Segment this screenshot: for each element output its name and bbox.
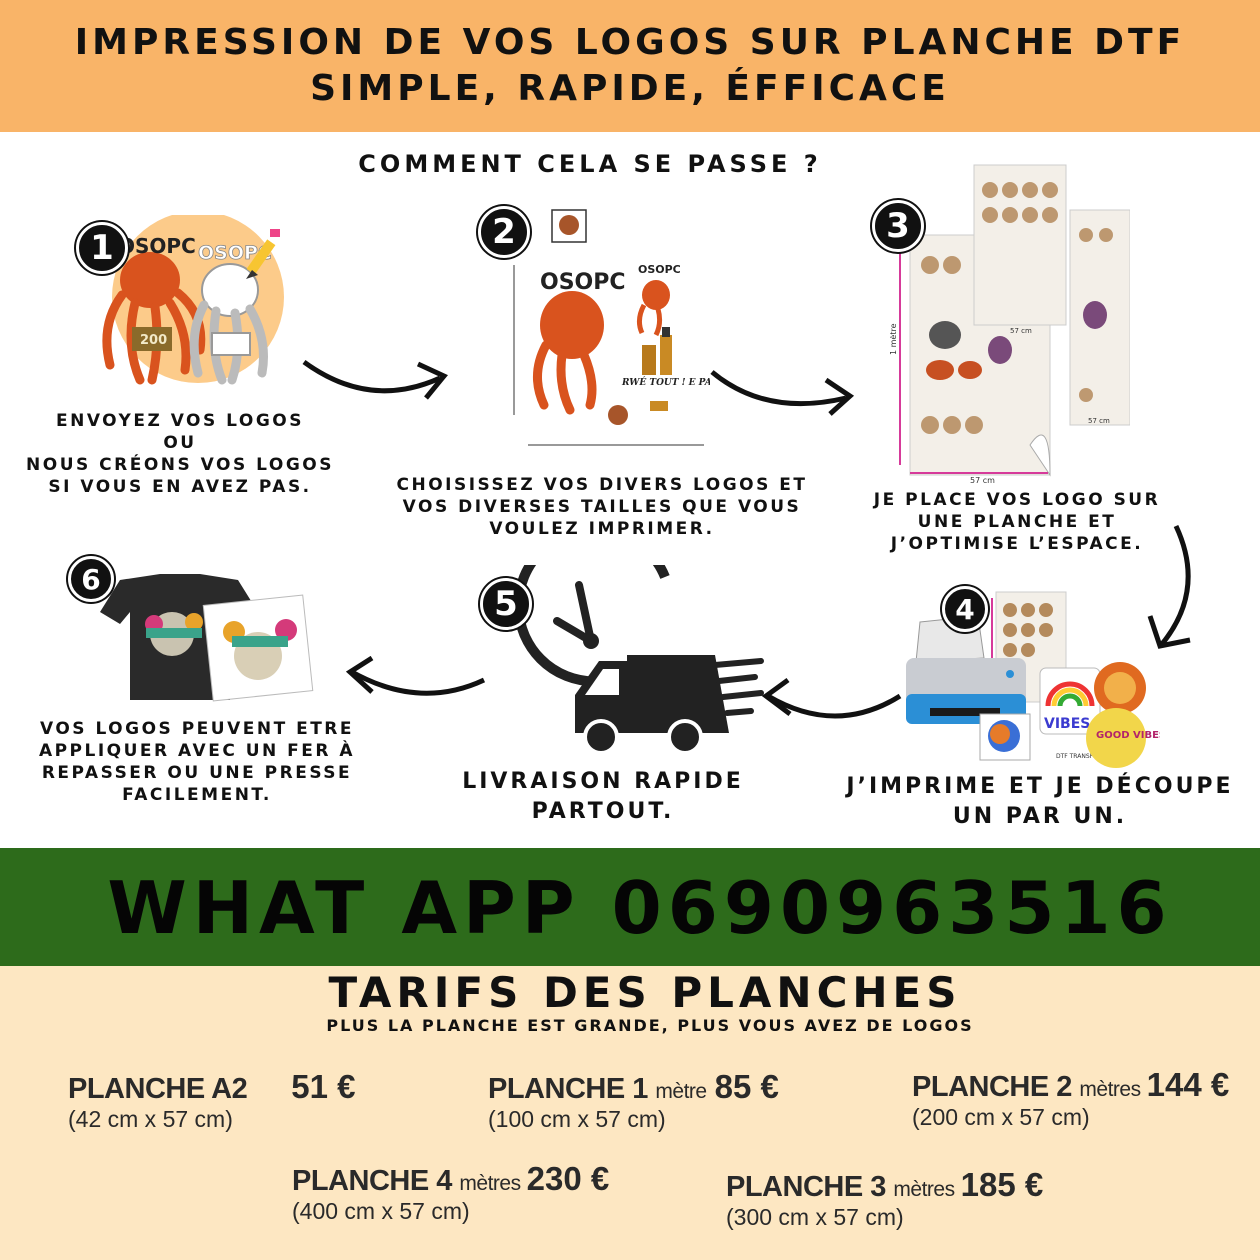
step6-tshirt-illustration [100,574,314,702]
step3-caption: JE PLACE VOS LOGO SUR UNE PLANCHE ET J’O… [873,490,1161,554]
price-1-metre: PLANCHE 1 mètre 85 € (100 cm x 57 cm) [488,1068,779,1132]
step2-number-badge: 2 [478,206,530,258]
arrow-right-icon [710,370,855,416]
step2-caption: CHOISISSEZ VOS DIVERS LOGOS ET VOS DIVER… [396,475,808,539]
svg-text:OSOPC: OSOPC [638,263,681,276]
svg-text:OSOPC: OSOPC [198,242,272,264]
octopus-sketch-icon [189,263,268,385]
price-4-metres: PLANCHE 4 mètres 230 € (400 cm x 57 cm) [292,1160,610,1224]
step1-logo-illustration: OSOPC 200 OSOPC [102,215,284,385]
sticker-tiger [1094,662,1146,714]
svg-text:200: 200 [140,333,167,348]
price-3-metres: PLANCHE 3 mètres 185 € (300 cm x 57 cm) [726,1166,1044,1230]
svg-text:OSOPC: OSOPC [540,270,626,295]
step6-number-badge: 6 [68,556,114,602]
header-title-line1: IMPRESSION DE VOS LOGOS SUR PLANCHE DTF [74,22,1186,63]
step5-delivery-illustration [515,565,764,755]
whatsapp-banner: WHAT APP 0690963516 [0,848,1260,966]
clock-icon [515,565,670,687]
arrow-down-icon [1147,524,1191,649]
step4-number-badge: 4 [942,586,988,632]
sticker-vibes: VIBES DTF TRANSFER [1039,667,1101,760]
svg-text:RWÉ TOUT ! E PA VOMI !: RWÉ TOUT ! E PA VOMI ! [621,376,710,388]
step4-printer-illustration: VIBES DTF TRANSFER GOOD VIBES ONLY [906,591,1160,768]
price-a2: PLANCHE A2 51 € (42 cm x 57 cm) [68,1068,356,1132]
svg-text:57 cm: 57 cm [1010,327,1032,335]
svg-text:OSOPC: OSOPC [118,234,196,258]
svg-text:1 mètre: 1 mètre [890,323,898,355]
header-title-line2: SIMPLE, RAPIDE, ÉFFICACE [310,68,950,109]
step6-caption: VOS LOGOS PEUVENT ETRE APPLIQUER AVEC UN… [38,719,356,805]
how-it-works-title: COMMENT CELA SE PASSE ? [358,150,822,178]
arrow-right-icon [302,359,448,400]
header-banner: IMPRESSION DE VOS LOGOS SUR PLANCHE DTF … [0,0,1260,132]
pricing-section: TARIFS DES PLANCHES PLUS LA PLANCHE EST … [0,966,1260,1260]
svg-text:GOOD VIBES ONLY: GOOD VIBES ONLY [1096,730,1160,741]
step2-selection-illustration: OSOPC OSOPC RWÉ TOUT ! E PA VOMI ! [513,209,710,446]
sticker-good-vibes: GOOD VIBES ONLY [1086,708,1160,768]
arrow-left-icon [345,656,486,696]
step5-number-badge: 5 [480,578,532,630]
svg-text:57 cm: 57 cm [970,476,995,485]
svg-text:DTF TRANSFER: DTF TRANSFER [1056,753,1101,760]
truck-icon [575,655,764,755]
pricing-title: TARIFS DES PLANCHES [328,968,962,1017]
whatsapp-number[interactable]: WHAT APP 0690963516 [107,866,1173,950]
octopus-color-icon [102,252,206,385]
svg-text:VIBES: VIBES [1044,716,1090,732]
bottle-icon [642,327,672,375]
step3-sheets-illustration: 1 mètre 57 cm 57 cm 57 cm [890,164,1130,485]
transfer-sheet-icon [202,594,314,702]
pencil-icon [246,229,280,279]
price-2-metres: PLANCHE 2 mètres 144 € (200 cm x 57 cm) [912,1066,1230,1130]
pricing-subtitle: PLUS LA PLANCHE EST GRANDE, PLUS VOUS AV… [326,1016,974,1035]
step1-caption: ENVOYEZ VOS LOGOS OU NOUS CRÉONS VOS LOG… [26,411,334,497]
step1-number-badge: 1 [76,222,128,274]
svg-text:57 cm: 57 cm [1088,417,1110,425]
step4-caption: J’IMPRIME ET JE DÉCOUPE UN PAR UN. [846,774,1234,829]
step5-caption: LIVRAISON RAPIDE PARTOUT. [462,769,744,824]
step3-number-badge: 3 [872,200,924,252]
arrow-left-icon [761,677,902,719]
